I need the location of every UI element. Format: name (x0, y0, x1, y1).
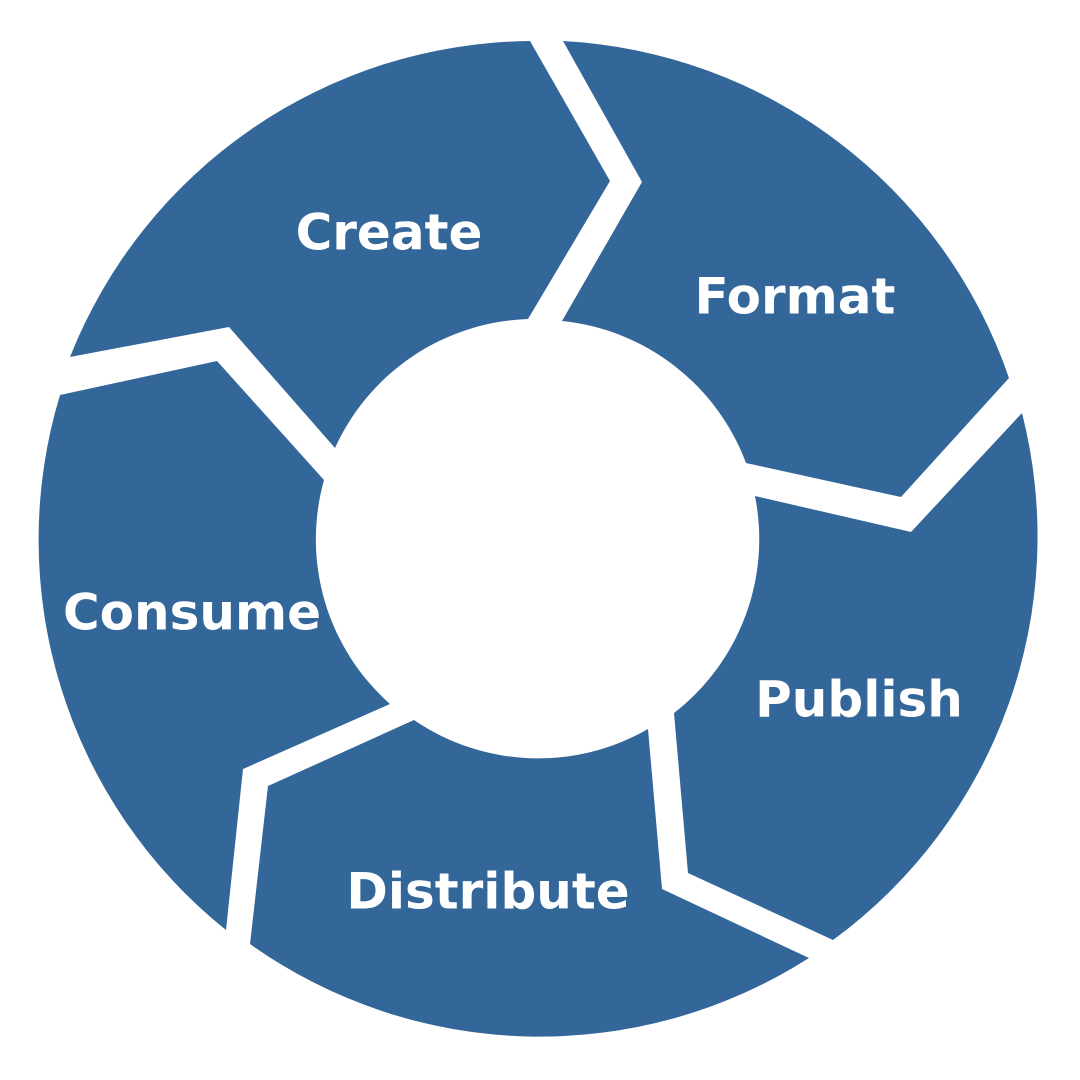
segment-create-label: Create (296, 204, 483, 262)
segment-consume: Consume (38, 361, 391, 930)
segment-format-shape (562, 41, 1009, 497)
segment-create-shape (70, 41, 610, 448)
segment-create: Create (70, 41, 610, 448)
segment-publish-label: Publish (755, 671, 963, 729)
segment-publish-shape (674, 413, 1038, 940)
segment-distribute-label: Distribute (346, 863, 629, 921)
segment-distribute: Distribute (250, 720, 809, 1037)
segment-consume-label: Consume (63, 584, 321, 642)
segment-format-label: Format (695, 268, 896, 326)
segment-consume-shape (38, 361, 391, 930)
segment-format: Format (562, 41, 1009, 497)
segment-publish: Publish (674, 413, 1038, 940)
segment-distribute-shape (250, 720, 809, 1037)
